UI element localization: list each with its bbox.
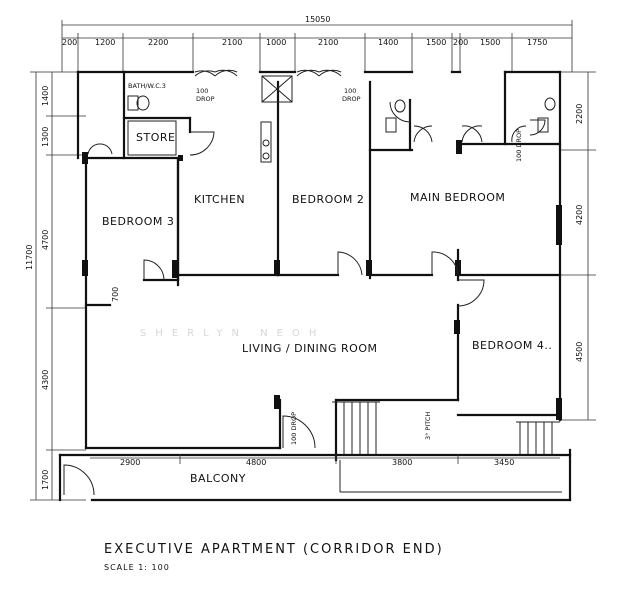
left-dimensions [30,71,86,501]
note-drop-living: 100 DROP [290,412,298,445]
label-store: STORE [136,131,175,144]
dim-bottom-0: 2900 [120,458,140,467]
dim-top-7: 1500 [426,38,446,47]
dim-top-6: 1400 [378,38,398,47]
dim-top-3: 2100 [222,38,242,47]
dim-top-5: 2100 [318,38,338,47]
windows [87,69,527,155]
dim-bottom-1: 4800 [246,458,266,467]
dim-right-2: 4500 [575,342,584,362]
note-pitch: 3° PITCH [424,412,432,440]
planter-hatch [332,401,560,455]
dim-left-0: 1400 [41,86,50,106]
note-drop-bed2-word: DROP [342,95,361,103]
bottom-dimensions [90,454,560,464]
label-living-dining: LIVING / DINING ROOM [242,342,377,355]
dim-overall-width: 15050 [305,15,330,24]
dim-top-1: 1200 [95,38,115,47]
dim-bottom-2: 3800 [392,458,412,467]
dim-right-1: 4200 [575,205,584,225]
label-balcony: BALCONY [190,472,246,485]
dim-top-10: 1750 [527,38,547,47]
dim-bedroom3-door: 700 [111,287,120,302]
label-bedroom-3: BEDROOM 3 [102,215,174,228]
dim-left-1: 1300 [41,127,50,147]
note-drop-bed2: 100 [344,87,356,95]
note-drop-kitchen-word: DROP [196,95,215,103]
watermark: SHERLYN NEOH [140,328,325,339]
note-drop-kitchen: 100 [196,87,208,95]
dim-bottom-3: 3450 [494,458,514,467]
dim-overall-height: 11700 [25,245,34,270]
dim-top-4: 1000 [266,38,286,47]
note-drop-main: 100 DROP [515,129,523,162]
label-main-bedroom: MAIN BEDROOM [410,191,505,204]
dim-top-9: 1500 [480,38,500,47]
bathroom-fixtures [127,95,556,163]
right-dimensions [560,71,596,421]
top-dimensions [61,20,573,72]
dim-top-2: 2200 [148,38,168,47]
label-bedroom-4: BEDROOM 4.. [472,339,552,352]
label-kitchen: KITCHEN [194,193,245,206]
drawing-scale: SCALE 1: 100 [104,563,170,572]
label-bedroom-2: BEDROOM 2 [292,193,364,206]
doors [63,101,546,496]
dim-top-0: 200 [62,38,77,47]
dim-right-0: 2200 [575,104,584,124]
dim-left-4: 1700 [41,470,50,490]
label-bath-wc3: BATH/W.C.3 [128,82,166,90]
dim-left-2: 4700 [41,230,50,250]
dim-left-3: 4300 [41,370,50,390]
drawing-title: EXECUTIVE APARTMENT (CORRIDOR END) [104,542,444,557]
dim-top-8: 200 [453,38,468,47]
columns [82,140,562,420]
